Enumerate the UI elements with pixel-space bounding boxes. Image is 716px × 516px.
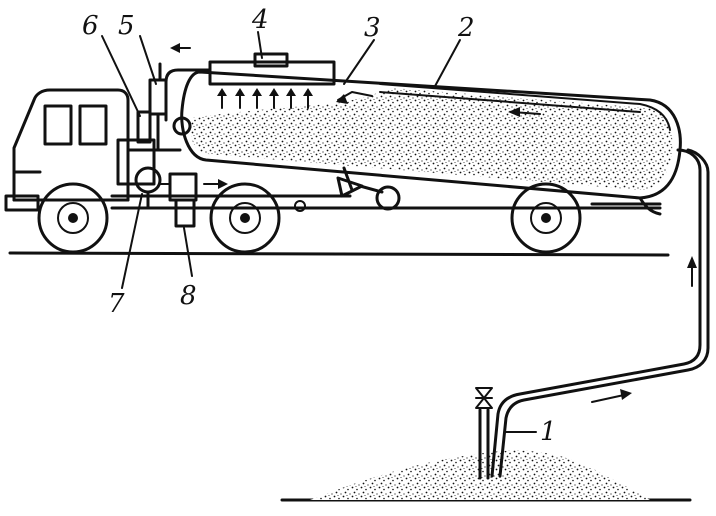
leader-lines xyxy=(101,31,537,433)
label-7: 7 xyxy=(108,289,125,319)
gearbox-8 xyxy=(159,172,228,228)
label-1: 1 xyxy=(540,417,557,447)
inlet-arrow xyxy=(336,94,348,104)
label-6: 6 xyxy=(82,11,99,41)
hitch-knob xyxy=(294,200,306,212)
label-3: 3 xyxy=(364,13,381,43)
suction-hose xyxy=(490,148,710,478)
compressor-7 xyxy=(116,138,162,210)
wheel-rear xyxy=(510,182,582,254)
truck-cab xyxy=(4,88,130,212)
rear-support xyxy=(638,196,662,216)
tank xyxy=(180,70,682,200)
intake-nozzle xyxy=(475,387,493,480)
label-5: 5 xyxy=(118,11,135,41)
discharge-unit xyxy=(336,166,401,211)
label-4: 4 xyxy=(251,5,269,35)
filter-unit xyxy=(208,52,336,109)
vacuum-arrow xyxy=(170,43,180,53)
road-line xyxy=(8,251,670,257)
wheel-middle xyxy=(209,182,281,254)
label-8: 8 xyxy=(180,281,197,311)
wheel-front xyxy=(37,182,109,254)
label-2: 2 xyxy=(457,13,475,43)
vacuum-pipe xyxy=(148,62,212,152)
tank-valve xyxy=(172,116,192,136)
tank-powder xyxy=(190,88,673,190)
